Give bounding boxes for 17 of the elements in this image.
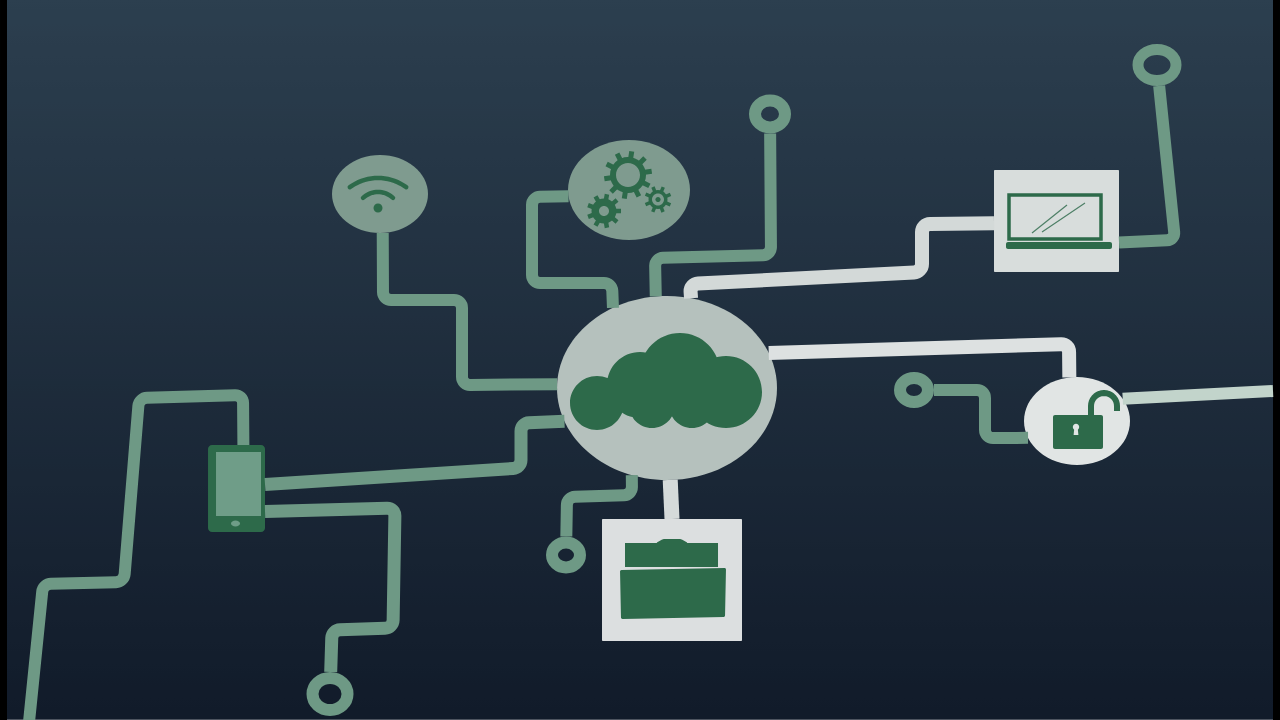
connector-line: [376, 232, 558, 391]
icon-circle: [332, 155, 428, 233]
terminal-ring: [1132, 44, 1182, 86]
terminal-ring: [546, 536, 586, 574]
phone-icon: [208, 445, 265, 532]
connector-line: [1122, 385, 1274, 405]
terminal-ring: [894, 372, 934, 408]
connector-line: [264, 501, 402, 673]
connector-line: [683, 216, 995, 299]
connector-line: [662, 479, 680, 520]
connector-line: [1118, 85, 1181, 249]
terminal-ring: [306, 672, 354, 716]
terminal-ring: [749, 94, 791, 134]
connector-line: [649, 133, 777, 297]
connector-line: [934, 384, 1029, 444]
connector-line: [768, 337, 1077, 378]
connector-line: [526, 190, 619, 309]
